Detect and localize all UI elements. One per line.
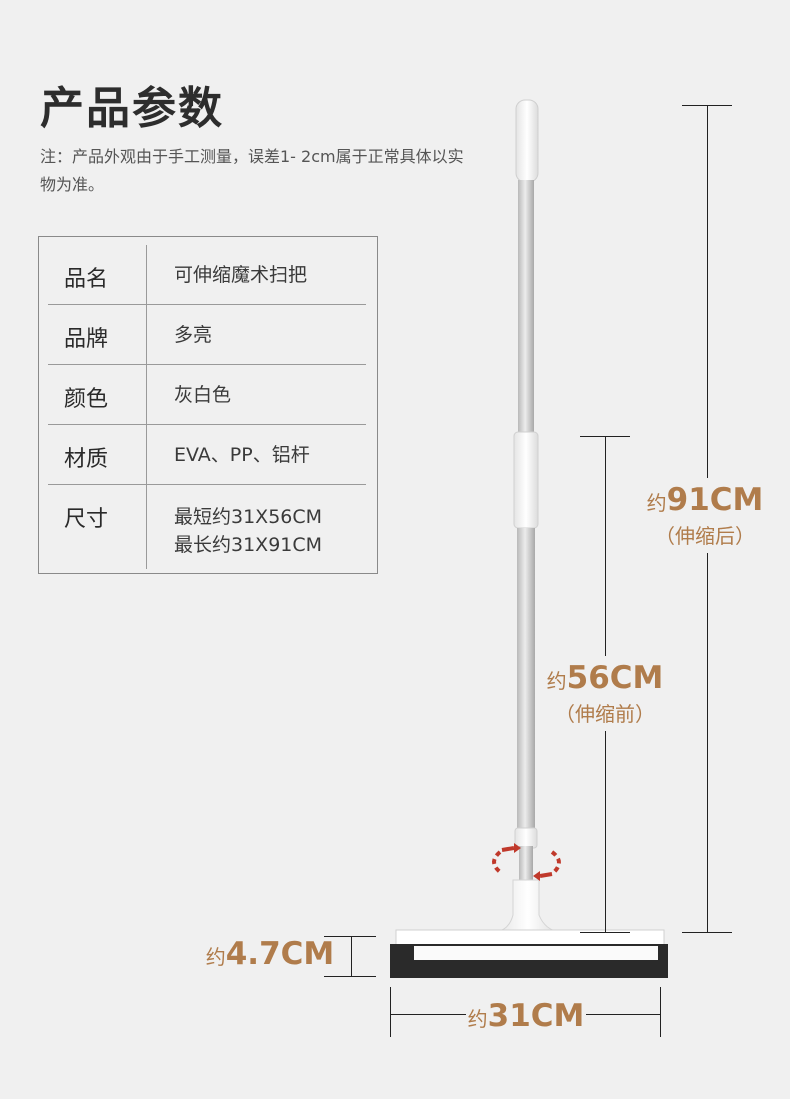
spec-value-short: 最短约31X56CM <box>174 506 323 528</box>
spec-divider <box>146 365 147 424</box>
spec-value: 灰白色 <box>174 384 232 406</box>
spec-row-size: 尺寸 最短约31X56CM 最长约31X91CM <box>48 485 366 569</box>
dim-47-bottom-tick <box>324 976 376 977</box>
spec-row-color: 颜色 灰白色 <box>48 365 366 425</box>
spec-divider <box>146 485 147 569</box>
dim-91-bottom-tick <box>682 932 732 933</box>
dim-47-label: 约4.7CM <box>205 936 335 972</box>
mop-head-plate <box>414 946 658 960</box>
joint-tube <box>519 846 533 884</box>
dim-prefix: 约 <box>467 1007 488 1031</box>
spec-value: 多亮 <box>174 324 213 346</box>
dim-note: （伸缩后） <box>655 524 755 548</box>
spec-table: 品名 可伸缩魔术扫把 品牌 多亮 颜色 灰白色 材质 EVA、PP、铝杆 尺寸 … <box>38 236 378 574</box>
spec-divider <box>146 245 147 304</box>
dim-47-line <box>351 936 352 976</box>
spec-key: 尺寸 <box>64 507 109 532</box>
spec-value: EVA、PP、铝杆 <box>174 444 310 466</box>
rotate-arrowhead <box>514 843 521 853</box>
dim-56-bottom-tick <box>580 932 630 933</box>
spec-value-long: 最长约31X91CM <box>174 534 323 556</box>
spec-value: 可伸缩魔术扫把 <box>174 264 308 286</box>
spec-row-material: 材质 EVA、PP、铝杆 <box>48 425 366 485</box>
dim-note: （伸缩前） <box>555 702 655 726</box>
upper-tube <box>518 180 534 442</box>
spec-row-name: 品名 可伸缩魔术扫把 <box>48 245 366 305</box>
dim-value: 56CM <box>566 660 664 696</box>
dim-prefix: 约 <box>646 491 667 515</box>
spec-key: 品牌 <box>64 327 109 352</box>
dim-31-label: 约31CM <box>466 996 586 1036</box>
dim-91-label: 约91CM （伸缩后） <box>640 478 770 553</box>
dim-31-right-tick <box>660 987 661 1037</box>
spec-key: 颜色 <box>64 387 109 412</box>
joint-cap <box>514 827 538 849</box>
spec-divider <box>146 305 147 364</box>
spec-key: 材质 <box>64 447 109 472</box>
handle-grip <box>515 99 539 183</box>
rotate-arrowhead <box>533 871 540 881</box>
page-title: 产品参数 <box>40 83 224 134</box>
lock-collar <box>513 431 539 529</box>
dim-31-left-tick <box>390 987 391 1037</box>
dim-value: 4.7CM <box>225 936 335 972</box>
lower-tube <box>517 528 535 848</box>
dim-value: 91CM <box>666 482 764 518</box>
spec-divider <box>146 425 147 484</box>
dim-value: 31CM <box>487 998 585 1034</box>
dim-47-top-tick <box>324 936 376 937</box>
dim-prefix: 约 <box>546 669 567 693</box>
spec-row-brand: 品牌 多亮 <box>48 305 366 365</box>
dim-prefix: 约 <box>205 945 226 969</box>
mop-neck <box>495 879 561 933</box>
rotate-arrows-icon <box>492 846 561 878</box>
spec-key: 品名 <box>64 267 109 292</box>
measurement-note: 注：产品外观由于手工测量，误差1- 2cm属于正常具体以实物为准。 <box>40 147 464 194</box>
dim-56-label: 约56CM （伸缩前） <box>540 656 670 731</box>
